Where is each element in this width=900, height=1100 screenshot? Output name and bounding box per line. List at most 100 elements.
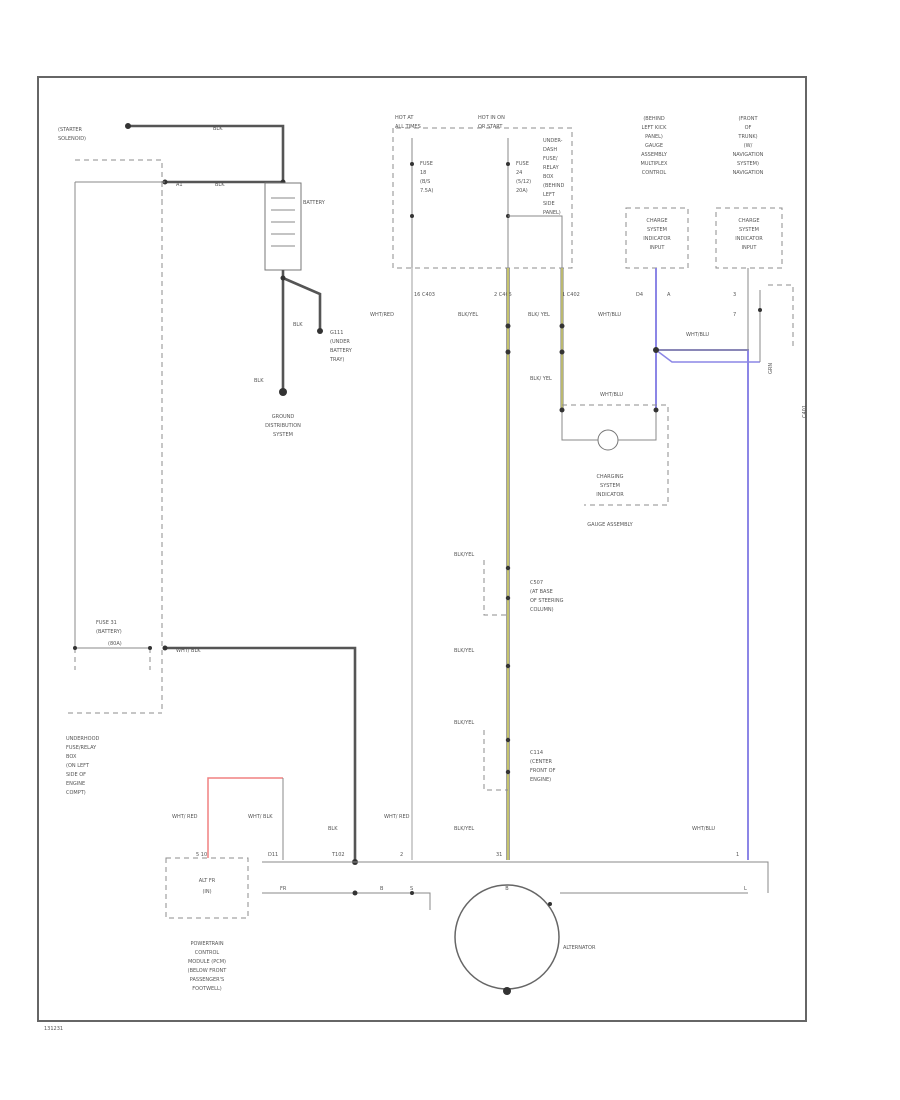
under-dash-fuse-box: HOT AT ALL TIMES HOT IN ON OR START FUSE… [392,115,573,269]
underhood-4: (ON LEFT [66,763,90,769]
wire-label-wht-blu-1: WHT/BLU [598,312,621,318]
hot-at-all-times-1: HOT AT [395,115,414,121]
fuse-24-4: 20A) [516,188,528,194]
battery-symbol [264,182,302,271]
fuse-31-1: FUSE 31 [96,620,117,626]
c114-1: C114 [530,750,543,756]
wire-label-blk-yel-1: BLK/YEL [458,312,478,318]
under-dash-label-3: FUSE/ [543,156,558,162]
inline-connectors: BLK/YEL C507 (AT BASE OF STEERING COLUMN… [454,552,564,791]
ground-dist-label-1: GROUND [272,414,295,420]
diagram-frame [37,76,807,1022]
behind-panel-6: MULTIPLEX [641,161,669,167]
front-trunk-4: (W/ [744,143,753,149]
pcm-label-4: (BELOW FRONT [188,968,228,974]
wire-wht-red-pcm [207,777,283,858]
wire-label-blk-top: BLK [213,126,223,132]
fuse-24-3: (5/12) [516,179,531,185]
under-dash-label-2: DASH [543,147,557,153]
front-trunk-2: OF [745,125,752,131]
behind-panel-7: CONTROL [642,170,667,176]
underhood-3: BOX [66,754,77,760]
behind-panel-1: (BEHIND [643,116,665,122]
alternator-symbol [454,884,560,990]
blk-yel-bottom-label: BLK/YEL [454,826,474,832]
wire-label-blk-yel-3: BLK/ YEL [530,376,552,382]
underhood-fuse-box: FUSE 31 (BATTERY) (80A) WHT/ BLK UNDERHO… [66,620,358,865]
c507-3: OF STEERING [530,598,564,604]
wire-wht-blu-branch [655,349,760,363]
gauge-box-2-label-1: CHARGE [738,218,759,224]
fuse-18-2: 18 [420,170,426,176]
wire-label-wht-red-top: WHT/RED [370,312,394,318]
fuse-18-4: 7.5A) [420,188,433,194]
charging-light-3: INDICATOR [596,492,624,498]
ground-dist-label-2: DISTRIBUTION [265,423,301,429]
battery-cluster: (STARTER SOLENOID) BLK BLK A1 BATTERY BL… [58,123,353,713]
charging-light-2: SYSTEM [600,483,620,489]
blk-yel-c114-top: BLK/YEL [454,720,474,726]
c507-1: C507 [530,580,543,586]
underhood-2: FUSE/RELAY [66,745,97,751]
gauge-box-2-label-3: INDICATOR [735,236,763,242]
starter-solenoid-label-2: SOLENOID) [58,136,86,142]
gauge-box-2-label-4: INPUT [742,245,758,251]
underhood-7: COMPT) [66,790,86,796]
under-dash-label-9: PANEL) [543,210,561,216]
alt-b-terminal: B [505,886,509,892]
wire-label-wht-blu-3: WHT/BLU [600,392,623,398]
wire-label-blk-yel-2: BLK/ YEL [528,312,550,318]
alt-l: L [744,886,747,892]
front-trunk-3: TRUNK) [737,134,757,140]
pcm-label-2: CONTROL [195,950,220,956]
underhood-6: ENGINE [66,781,85,787]
pcm-label-6: FOOTWELL) [192,986,221,992]
alternator-label: ALTERNATOR [563,945,596,951]
g111-label-1: G111 [330,330,343,336]
charging-indicator-lamp [597,429,619,451]
blk-alt-label: BLK [328,826,338,832]
alt-fr: FR [280,886,287,892]
alt-b: B [380,886,384,892]
pcm-and-alternator: WHT/ RED WHT/ BLK BLK WHT/ RED BLK/YEL W… [165,777,769,995]
underhood-1: UNDERHOOD [66,736,100,742]
gauge-box-1-label-3: INDICATOR [643,236,671,242]
under-dash-label-1: UNDER- [543,138,563,144]
c114-4: ENGINE) [530,777,551,783]
connector-row: 16 C403 2 C405 1 C402 D4 A 3 7 WHT/RED B… [370,292,736,398]
blk-yel-c507-bot: BLK/YEL [454,648,474,654]
connector-3: 3 [733,292,736,298]
alt-s: S [410,886,413,892]
gauge-assembly-label: GAUGE ASSEMBLY [587,522,633,528]
top-right-modules: (BEHIND LEFT KICK PANEL) GAUGE ASSEMBLY … [625,116,808,418]
pcm-label-5: PASSENGER'S [190,977,224,983]
conn-d11: D11 [268,852,278,858]
diagram-id: 131231 [44,1026,63,1032]
charging-light-1: CHARGING [596,474,623,480]
underhood-5: SIDE OF [66,772,86,778]
c507-4: COLUMN) [530,607,554,613]
front-trunk-5: NAVIGATION [733,152,764,158]
behind-panel-4: GAUGE [645,143,663,149]
hot-in-on-1: HOT IN ON [478,115,505,121]
wire-label-blk-g111: BLK [293,322,303,328]
wht-blu-bottom-label: WHT/BLU [692,826,715,832]
starter-solenoid-label-1: (STARTER [58,127,83,133]
conn-c102: T102 [331,852,345,858]
wire-label-c401: C401 [802,405,808,418]
wht-red-pcm-label: WHT/ RED [172,814,198,820]
wire-label-grn: GRN [768,363,774,374]
connector-c402: 1 C402 [562,292,580,298]
battery-label: BATTERY [303,200,326,206]
wire-label-wht-blu-2: WHT/BLU [686,332,709,338]
under-dash-label-7: LEFT [543,192,556,198]
g111-label-3: BATTERY [330,348,353,354]
connector-a: A [667,292,671,298]
front-trunk-6: SYSTEM) [737,161,759,167]
gauge-box-1-label-4: INPUT [650,245,666,251]
wht-blk-label: WHT/ BLK [248,814,273,820]
under-dash-label-8: SIDE [543,201,555,207]
blk-fuse31-label: WHT/ BLK [176,648,201,654]
fuse-18-1: FUSE [420,161,433,167]
